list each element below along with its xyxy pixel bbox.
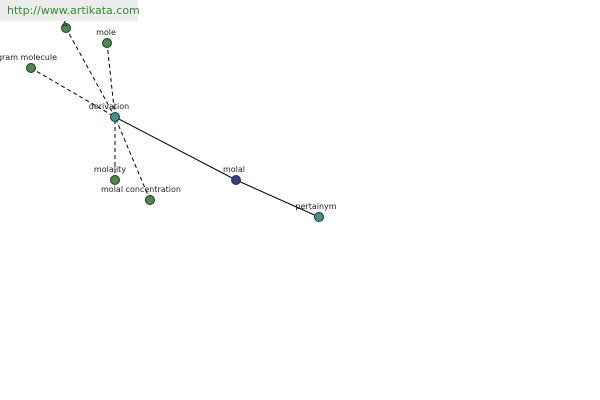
node-dot[interactable] (26, 63, 36, 73)
node-label: A (62, 20, 68, 29)
url-link[interactable]: http://www.artikata.com (7, 4, 140, 17)
node-label: gram molecule (0, 53, 57, 62)
node-molal[interactable]: molal (223, 165, 245, 185)
node-label: mole (96, 28, 116, 37)
node-dot[interactable] (102, 38, 112, 48)
node-derivation[interactable]: derivation (89, 102, 129, 122)
node-label: derivation (89, 102, 129, 111)
node-gram_molecule[interactable]: gram molecule (0, 53, 57, 73)
node-dot[interactable] (110, 175, 120, 185)
node-label: molal (223, 165, 245, 174)
edge-mole-to-derivation (106, 42, 116, 118)
node-molal_concentration[interactable]: molal concentration (101, 185, 181, 205)
edge-a-to-derivation (65, 27, 116, 118)
node-dot[interactable] (231, 175, 241, 185)
edge-molal_concentration-to-derivation (114, 116, 151, 201)
node-pertainym[interactable]: pertainym (295, 202, 337, 222)
node-label: molal concentration (101, 185, 181, 194)
node-dot[interactable] (145, 195, 155, 205)
node-molality[interactable]: molality (94, 165, 126, 185)
edge-derivation-to-molal (114, 116, 237, 181)
node-dot[interactable] (314, 212, 324, 222)
node-dot[interactable] (61, 23, 71, 33)
node-dot[interactable] (110, 112, 120, 122)
edge-gram_molecule-to-derivation (30, 67, 116, 118)
node-a[interactable]: A (61, 20, 71, 33)
edges-layer (30, 27, 320, 218)
node-label: pertainym (295, 202, 336, 211)
edge-molal-to-pertainym (235, 179, 320, 218)
node-label: molality (94, 165, 126, 174)
url-banner: http://www.artikata.com (0, 0, 140, 21)
node-mole[interactable]: mole (96, 28, 116, 48)
